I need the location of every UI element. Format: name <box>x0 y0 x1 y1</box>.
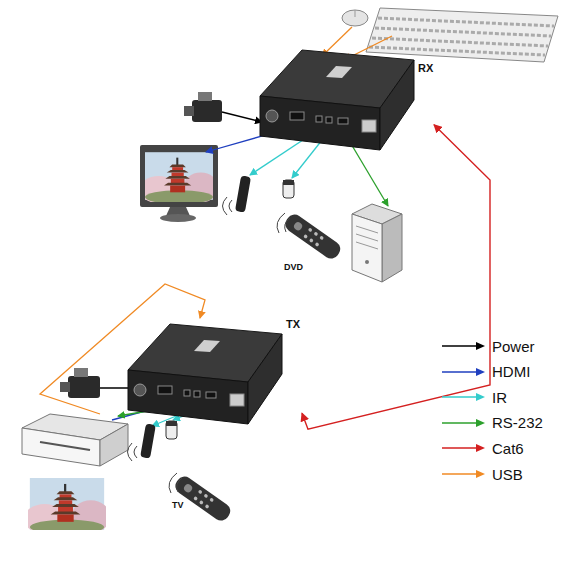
ir-receiver <box>223 175 252 215</box>
extender-unit <box>124 318 302 430</box>
power-adapter <box>184 92 222 122</box>
legend-row: IR <box>440 388 507 406</box>
device-label: DVD <box>284 262 303 272</box>
remote-control <box>172 473 233 523</box>
monitor <box>140 145 219 222</box>
extender-unit <box>256 44 434 156</box>
legend-text: USB <box>492 466 523 483</box>
legend-text: IR <box>492 389 507 406</box>
legend-swatch <box>440 443 486 453</box>
power-adapter <box>60 368 100 398</box>
legend-swatch <box>440 367 486 377</box>
ir-receiver <box>128 423 156 461</box>
remote-control <box>282 211 343 261</box>
mouse <box>342 10 368 26</box>
ir-emitter <box>166 421 177 439</box>
extender-unit: RX <box>256 44 434 156</box>
ir-emitter <box>283 180 294 198</box>
photo <box>24 478 110 534</box>
legend-row: HDMI <box>440 363 530 381</box>
keyboard <box>366 8 558 62</box>
device-label: TV <box>172 500 184 510</box>
extender-unit: TX <box>124 318 302 430</box>
legend-swatch <box>440 469 486 479</box>
legend-swatch <box>440 392 486 402</box>
legend-swatch <box>440 418 486 428</box>
legend-row: Cat6 <box>440 439 524 457</box>
computer-tower <box>352 204 402 282</box>
legend-text: Cat6 <box>492 440 524 457</box>
cat6-cable <box>302 125 490 430</box>
legend-text: HDMI <box>492 363 530 380</box>
unit-label: RX <box>418 62 433 74</box>
legend-text: Power <box>492 338 535 355</box>
legend-row: Power <box>440 337 535 355</box>
dvd-player <box>22 414 128 466</box>
legend-row: USB <box>440 465 523 483</box>
unit-label: TX <box>286 318 300 330</box>
legend-row: RS-232 <box>440 414 543 432</box>
legend-swatch <box>440 341 486 351</box>
legend-text: RS-232 <box>492 414 543 431</box>
